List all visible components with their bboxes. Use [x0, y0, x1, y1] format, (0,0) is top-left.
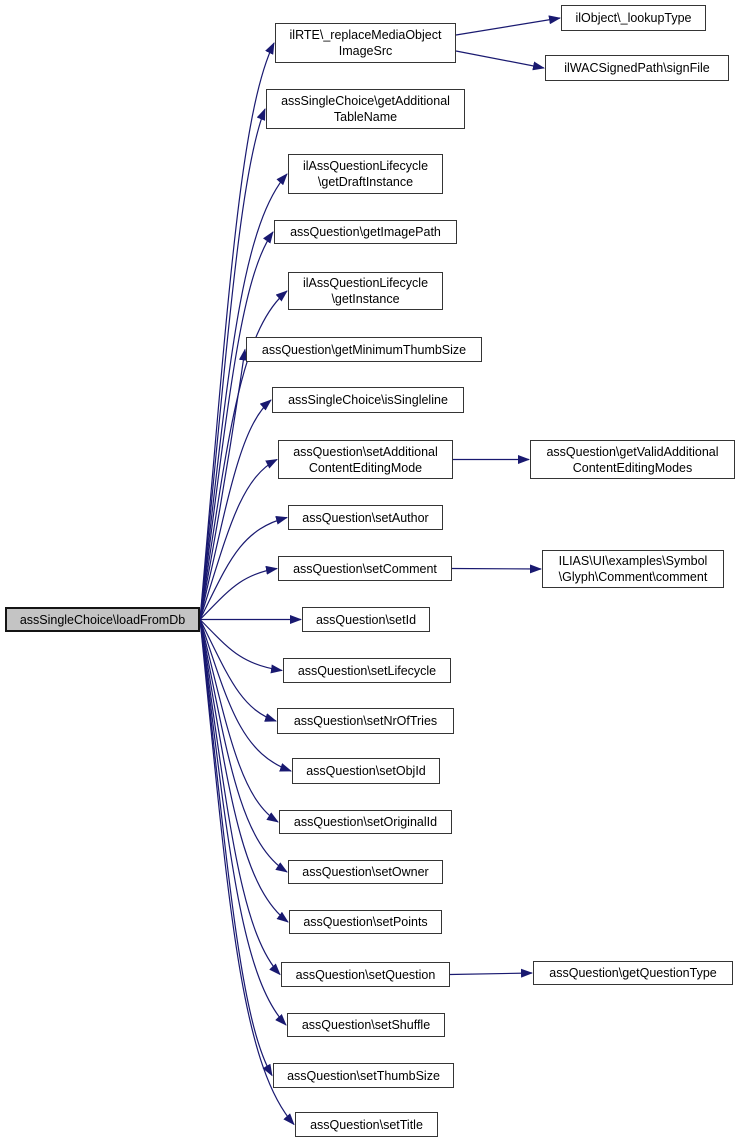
call-edge-load-from-db--set-owner: [199, 619, 288, 873]
node-label: assQuestion\setObjId: [306, 764, 426, 778]
call-edge-load-from-db--get-minimum-thumb-size: [199, 348, 248, 620]
node-label: assQuestion\getValidAdditional ContentEd…: [546, 444, 719, 475]
node-get-valid-additional-content-editing-modes[interactable]: assQuestion\getValidAdditional ContentEd…: [530, 440, 735, 479]
node-set-nr-of-tries[interactable]: assQuestion\setNrOfTries: [277, 708, 454, 734]
call-edge-replace-media-object-image-src--lookup-type: [455, 15, 561, 36]
call-edge-load-from-db--is-singleline: [199, 399, 272, 620]
node-set-id[interactable]: assQuestion\setId: [302, 607, 430, 632]
node-get-additional-table-name[interactable]: assSingleChoice\getAdditional TableName: [266, 89, 465, 129]
node-set-title[interactable]: assQuestion\setTitle: [295, 1112, 438, 1137]
call-edge-load-from-db--get-draft-instance: [199, 173, 288, 620]
call-edge-set-comment--comment-glyph: [451, 564, 542, 574]
node-label: assQuestion\setId: [315, 612, 417, 627]
node-label: assQuestion\setShuffle: [301, 1018, 431, 1032]
node-set-question[interactable]: assQuestion\setQuestion: [281, 962, 450, 987]
call-edge-replace-media-object-image-src--sign-file: [455, 50, 545, 71]
node-is-singleline[interactable]: assSingleChoice\isSingleline: [272, 387, 464, 413]
node-get-draft-instance[interactable]: ilAssQuestionLifecycle \getDraftInstance: [288, 154, 443, 194]
node-set-additional-content-editing-mode[interactable]: assQuestion\setAdditional ContentEditing…: [278, 440, 453, 479]
node-label: ilAssQuestionLifecycle \getDraftInstance: [302, 159, 429, 189]
call-edge-load-from-db--set-question: [199, 619, 281, 976]
node-label: assQuestion\getQuestionType: [549, 966, 717, 980]
node-set-author[interactable]: assQuestion\setAuthor: [288, 505, 443, 530]
node-label: assQuestion\setLifecycle: [297, 663, 437, 678]
call-edge-load-from-db--set-obj-id: [199, 619, 292, 772]
node-set-owner[interactable]: assQuestion\setOwner: [288, 860, 443, 884]
node-sign-file[interactable]: ilWACSignedPath\signFile: [545, 55, 729, 81]
node-label: assSingleChoice\isSingleline: [288, 393, 448, 407]
node-label: assQuestion\setOriginalId: [293, 815, 438, 829]
node-label: ilRTE\_replaceMediaObject ImageSrc: [289, 28, 442, 58]
node-set-thumb-size[interactable]: assQuestion\setThumbSize: [273, 1063, 454, 1088]
node-label: assQuestion\setAdditional ContentEditing…: [293, 444, 438, 475]
node-label: assSingleChoice\getAdditional TableName: [281, 94, 450, 124]
node-lookup-type[interactable]: ilObject\_lookupType: [561, 5, 706, 31]
node-label: assQuestion\setNrOfTries: [293, 714, 438, 728]
node-label: ILIAS\UI\examples\Symbol \Glyph\Comment\…: [558, 554, 708, 584]
node-set-original-id[interactable]: assQuestion\setOriginalId: [279, 810, 452, 834]
node-label: assQuestion\setOwner: [302, 865, 429, 879]
node-label: ilWACSignedPath\signFile: [564, 61, 710, 75]
node-label: assQuestion\getMinimumThumbSize: [261, 342, 467, 357]
call-edge-load-from-db--set-author: [199, 515, 288, 620]
node-label: ilAssQuestionLifecycle \getInstance: [302, 276, 429, 306]
node-set-shuffle[interactable]: assQuestion\setShuffle: [287, 1013, 445, 1037]
call-edge-load-from-db--get-image-path: [199, 231, 274, 620]
node-set-obj-id[interactable]: assQuestion\setObjId: [292, 758, 440, 784]
call-edge-load-from-db--set-additional-content-editing-mode: [199, 458, 278, 620]
node-set-comment[interactable]: assQuestion\setComment: [278, 556, 452, 581]
node-label: assQuestion\getImagePath: [290, 225, 441, 239]
node-get-image-path[interactable]: assQuestion\getImagePath: [274, 220, 457, 244]
call-edge-load-from-db--get-instance: [199, 290, 288, 620]
call-edge-load-from-db--set-comment: [199, 565, 278, 620]
node-comment-glyph[interactable]: ILIAS\UI\examples\Symbol \Glyph\Comment\…: [542, 550, 724, 588]
node-label: assSingleChoice\loadFromDb: [19, 612, 186, 627]
call-edge-load-from-db--set-thumb-size: [199, 619, 273, 1077]
call-edge-set-question--get-question-type: [449, 968, 533, 978]
node-replace-media-object-image-src[interactable]: ilRTE\_replaceMediaObject ImageSrc: [275, 23, 456, 63]
node-get-question-type[interactable]: assQuestion\getQuestionType: [533, 961, 733, 985]
call-edge-load-from-db--set-original-id: [199, 619, 279, 823]
node-set-points[interactable]: assQuestion\setPoints: [289, 910, 442, 934]
call-edge-load-from-db--set-nr-of-tries: [199, 619, 277, 722]
node-label: assQuestion\setTitle: [310, 1117, 423, 1132]
call-edge-load-from-db--get-additional-table-name: [199, 108, 266, 620]
node-set-lifecycle[interactable]: assQuestion\setLifecycle: [283, 658, 451, 683]
call-edge-load-from-db--set-lifecycle: [199, 619, 283, 674]
node-label: assQuestion\setThumbSize: [287, 1068, 440, 1083]
node-label: ilObject\_lookupType: [575, 11, 692, 25]
node-label: assQuestion\setQuestion: [295, 967, 436, 982]
call-edge-load-from-db--set-shuffle: [199, 619, 287, 1026]
node-label: assQuestion\setPoints: [303, 915, 428, 929]
node-get-minimum-thumb-size[interactable]: assQuestion\getMinimumThumbSize: [246, 337, 482, 362]
node-load-from-db: assSingleChoice\loadFromDb: [5, 607, 200, 632]
call-edge-load-from-db--set-title: [199, 619, 295, 1126]
node-label: assQuestion\setComment: [293, 561, 437, 576]
node-label: assQuestion\setAuthor: [302, 510, 429, 525]
node-get-instance[interactable]: ilAssQuestionLifecycle \getInstance: [288, 272, 443, 310]
call-edge-load-from-db--replace-media-object-image-src: [199, 42, 275, 620]
call-edge-load-from-db--set-points: [199, 619, 289, 923]
